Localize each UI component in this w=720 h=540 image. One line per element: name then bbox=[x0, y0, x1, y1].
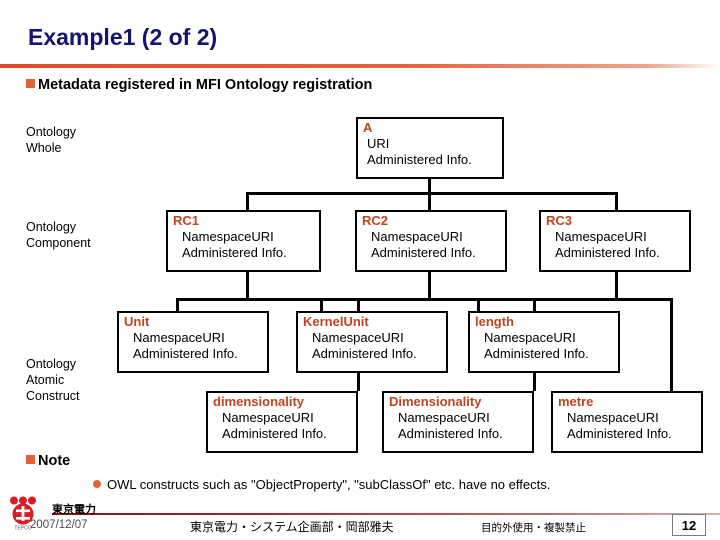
row-label-line1: Ontology bbox=[26, 357, 77, 371]
heading-note-label: Note bbox=[38, 453, 71, 469]
node-dimensionality-upper-name: Dimensionality bbox=[389, 394, 482, 409]
square-bullet-icon bbox=[26, 79, 35, 88]
round-bullet-icon bbox=[93, 480, 101, 488]
node-dimensionality-upper-line2: Administered Info. bbox=[398, 426, 503, 441]
node-rc2-line2: Administered Info. bbox=[371, 245, 476, 260]
heading-metadata: Metadata registered in MFI Ontology regi… bbox=[26, 77, 372, 93]
row-label-line1: Ontology bbox=[26, 220, 77, 234]
connector-rc1-down bbox=[246, 272, 249, 300]
connector-rc3-down bbox=[615, 272, 618, 300]
node-rc3-line1: NamespaceURI bbox=[555, 229, 647, 244]
row-label-line1: Ontology bbox=[26, 125, 77, 139]
node-kernelunit-line1: NamespaceURI bbox=[312, 330, 404, 345]
connector-drop-rc2 bbox=[428, 192, 431, 210]
heading-note: Note bbox=[26, 453, 70, 469]
node-rc2[interactable]: RC2 NamespaceURI Administered Info. bbox=[355, 210, 507, 272]
node-rc2-line1: NamespaceURI bbox=[371, 229, 463, 244]
node-a-line1: URI bbox=[367, 136, 390, 151]
node-dimensionality[interactable]: dimensionality NamespaceURI Administered… bbox=[206, 391, 358, 453]
connector-bus-components bbox=[246, 192, 618, 195]
connector-rc2-down bbox=[428, 272, 431, 300]
node-rc3-name: RC3 bbox=[546, 213, 573, 228]
node-unit[interactable]: Unit NamespaceURI Administered Info. bbox=[117, 311, 269, 373]
connector-drop-kernelunit bbox=[320, 298, 323, 314]
node-dimensionality-upper-line1: NamespaceURI bbox=[398, 410, 490, 425]
node-length-line1: NamespaceURI bbox=[484, 330, 576, 345]
title-divider bbox=[0, 64, 720, 68]
node-rc3[interactable]: RC3 NamespaceURI Administered Info. bbox=[539, 210, 691, 272]
node-dimensionality-name: dimensionality bbox=[213, 394, 305, 409]
node-kernelunit-line2: Administered Info. bbox=[312, 346, 417, 361]
node-a-name: A bbox=[363, 120, 373, 135]
connector-drop-metre bbox=[670, 298, 673, 391]
node-unit-line1: NamespaceURI bbox=[133, 330, 225, 345]
row-label-line2: Atomic bbox=[26, 373, 65, 387]
footer-author: 東京電力・システム企画部・岡部雅夫 bbox=[190, 520, 394, 534]
footer-company-name: 東京電力 bbox=[52, 504, 96, 516]
page-title: Example1 (2 of 2) bbox=[28, 24, 218, 50]
note-list-item: OWL constructs such as "ObjectProperty",… bbox=[93, 477, 550, 492]
node-rc3-line2: Administered Info. bbox=[555, 245, 660, 260]
node-length[interactable]: length NamespaceURI Administered Info. bbox=[468, 311, 620, 373]
node-unit-name: Unit bbox=[124, 314, 150, 329]
node-length-name: length bbox=[475, 314, 514, 329]
connector-bus-rc3-left bbox=[477, 298, 618, 301]
node-metre-line2: Administered Info. bbox=[567, 426, 672, 441]
node-rc1-name: RC1 bbox=[173, 213, 200, 228]
node-a[interactable]: A URI Administered Info. bbox=[356, 117, 504, 179]
connector-bus-rc3 bbox=[615, 298, 673, 301]
node-dimensionality-upper[interactable]: Dimensionality NamespaceURI Administered… bbox=[382, 391, 534, 453]
node-a-line2: Administered Info. bbox=[367, 152, 472, 167]
connector-drop-rc3 bbox=[615, 192, 618, 210]
connector-bus-rc1 bbox=[176, 298, 360, 301]
node-rc1-line1: NamespaceURI bbox=[182, 229, 274, 244]
connector-drop-length bbox=[477, 298, 480, 314]
node-unit-line2: Administered Info. bbox=[133, 346, 238, 361]
node-metre-line1: NamespaceURI bbox=[567, 410, 659, 425]
node-rc1-line2: Administered Info. bbox=[182, 245, 287, 260]
connector-drop-unit bbox=[176, 298, 179, 314]
heading-metadata-label: Metadata registered in MFI Ontology regi… bbox=[38, 77, 373, 93]
node-rc2-name: RC2 bbox=[362, 213, 389, 228]
tepco-logo-icon: TEPCO bbox=[10, 496, 36, 532]
node-kernelunit-name: KernelUnit bbox=[303, 314, 369, 329]
footer-divider bbox=[52, 513, 720, 515]
page-number: 12 bbox=[672, 514, 706, 536]
row-label-line2: Component bbox=[26, 236, 91, 250]
node-metre[interactable]: metre NamespaceURI Administered Info. bbox=[551, 391, 703, 453]
footer-date: 2007/12/07 bbox=[30, 519, 88, 531]
footer-usage-notice: 目的外使用・複製禁止 bbox=[481, 522, 586, 534]
note-item-label: OWL constructs such as "ObjectProperty",… bbox=[107, 477, 551, 492]
node-length-line2: Administered Info. bbox=[484, 346, 589, 361]
node-metre-name: metre bbox=[558, 394, 594, 409]
connector-bus-rc2 bbox=[320, 298, 536, 301]
svg-text:TEPCO: TEPCO bbox=[14, 526, 31, 532]
node-dimensionality-line1: NamespaceURI bbox=[222, 410, 314, 425]
row-label-line3: Construct bbox=[26, 389, 80, 403]
node-kernelunit[interactable]: KernelUnit NamespaceURI Administered Inf… bbox=[296, 311, 448, 373]
row-label-line2: Whole bbox=[26, 141, 62, 155]
connector-a-down bbox=[428, 179, 431, 194]
node-dimensionality-line2: Administered Info. bbox=[222, 426, 327, 441]
node-rc1[interactable]: RC1 NamespaceURI Administered Info. bbox=[166, 210, 321, 272]
square-bullet-icon bbox=[26, 455, 35, 464]
connector-drop-rc1 bbox=[246, 192, 249, 210]
